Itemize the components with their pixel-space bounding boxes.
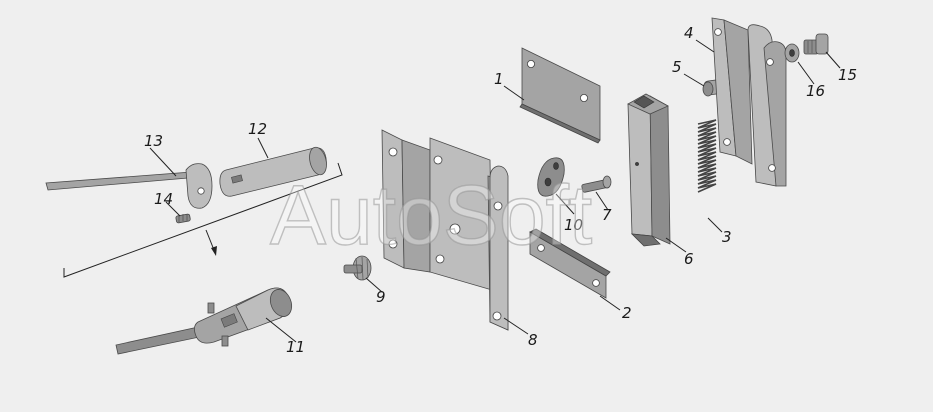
part-8-bracket xyxy=(381,129,509,331)
part-16-washer xyxy=(784,43,800,63)
part-1-plate xyxy=(519,47,601,144)
label-3: 3 xyxy=(722,228,732,246)
part-12-cylinder xyxy=(219,146,327,197)
label-16: 16 xyxy=(806,82,825,100)
label-11: 11 xyxy=(286,338,305,356)
part-10-oval-washer xyxy=(537,157,565,197)
watermark-text: AutoSoft xyxy=(270,168,592,262)
part-15-bolt xyxy=(803,33,829,55)
assembly-axis-line xyxy=(63,162,343,278)
label-5: 5 xyxy=(672,58,682,76)
part-9-knurled-bolt xyxy=(343,255,372,281)
label-13: 13 xyxy=(144,132,163,150)
part-6-block xyxy=(627,93,671,247)
part-labels: 1 2 3 4 5 6 7 8 9 10 11 12 13 14 15 16 xyxy=(144,24,857,356)
part-2-flat-bar xyxy=(529,228,611,299)
label-6: 6 xyxy=(684,250,694,268)
label-2: 2 xyxy=(622,304,632,322)
label-8: 8 xyxy=(528,331,538,349)
label-4: 4 xyxy=(684,24,694,42)
label-10: 10 xyxy=(564,216,583,234)
label-7: 7 xyxy=(602,206,612,224)
label-15: 15 xyxy=(838,66,857,84)
part-11-pin-assembly xyxy=(115,287,293,355)
leader-lines xyxy=(149,39,841,343)
label-12: 12 xyxy=(248,120,267,138)
label-14: 14 xyxy=(154,190,173,208)
part-3-spring xyxy=(697,119,717,193)
label-9: 9 xyxy=(376,288,386,306)
part-14-screw xyxy=(175,213,191,224)
part-7-screw xyxy=(581,175,612,193)
label-1: 1 xyxy=(494,70,504,88)
part-13-lever xyxy=(45,163,213,209)
part-4-hinge-bracket xyxy=(711,17,787,187)
